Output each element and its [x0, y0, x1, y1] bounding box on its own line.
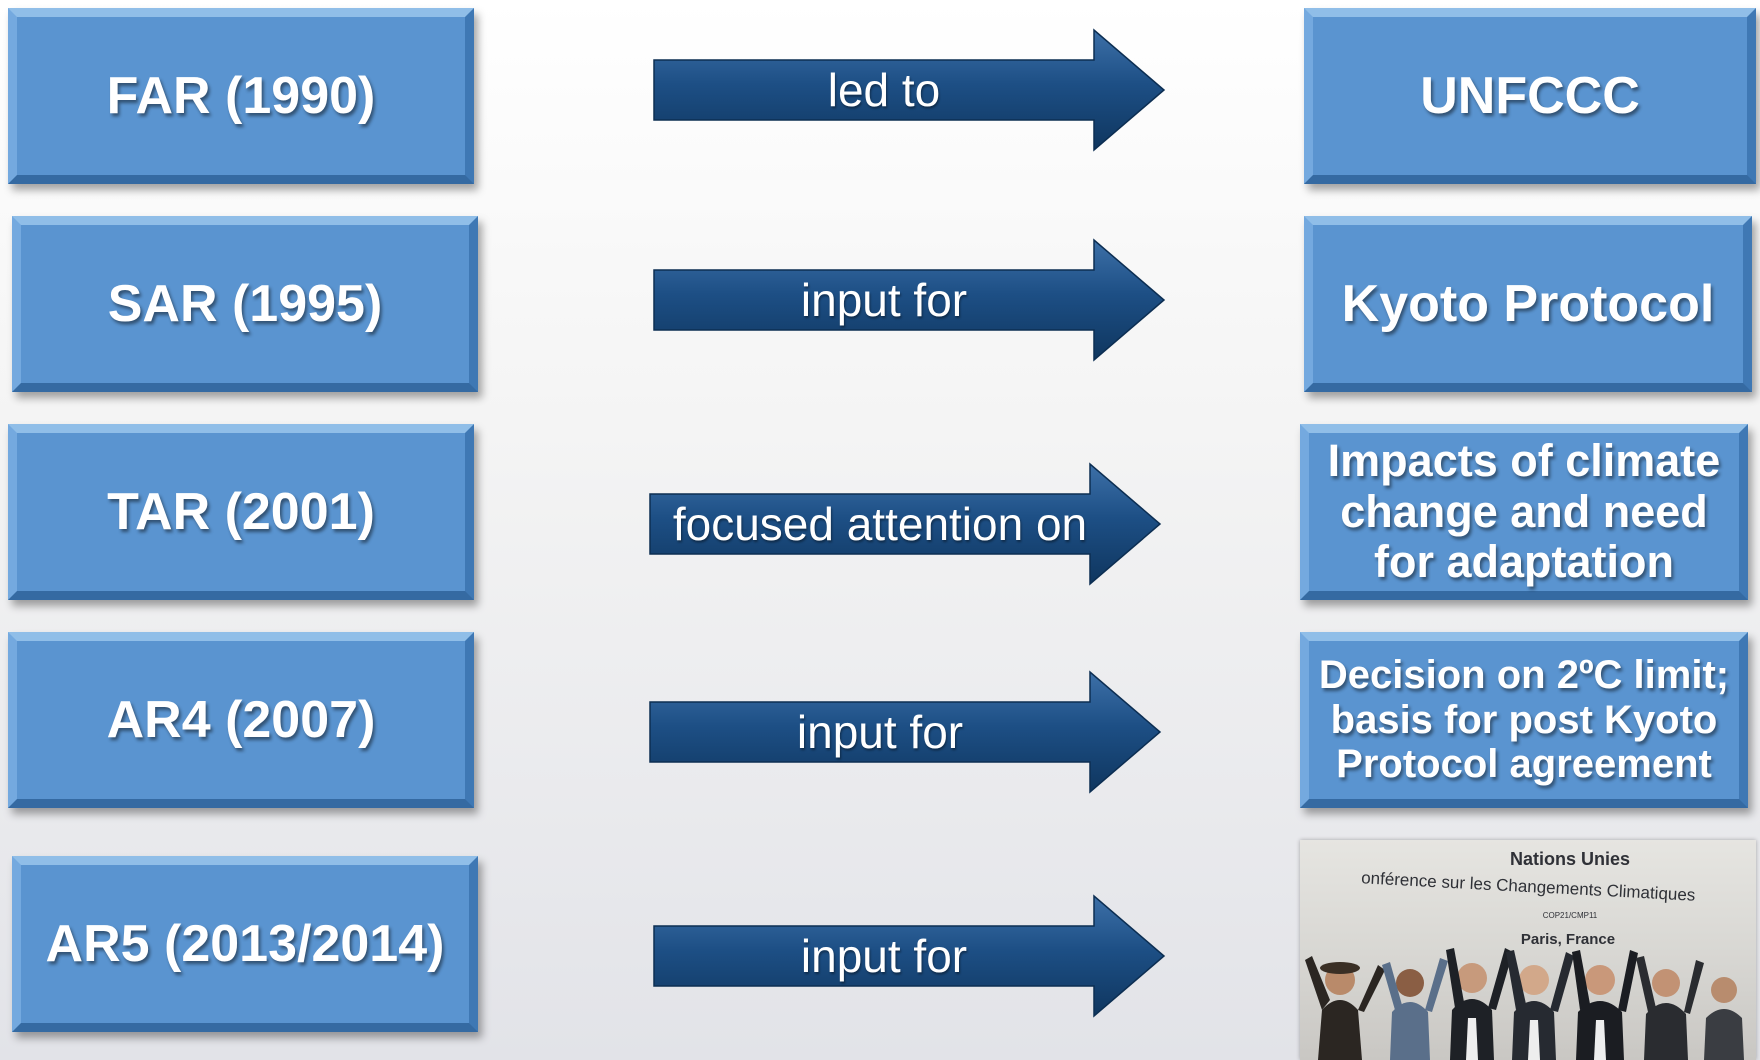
- relation-arrow-3: focused attention on: [649, 462, 1162, 586]
- cop21-photo-image: Nations Unies onférence sur les Changeme…: [1300, 840, 1756, 1060]
- relation-arrow-4: input for: [649, 670, 1162, 794]
- outcome-label: UNFCCC: [1420, 66, 1640, 125]
- report-box-ar4: AR4 (2007): [8, 632, 474, 808]
- photo-caption-line4: Paris, France: [1521, 931, 1615, 948]
- outcome-box-unfccc: UNFCCC: [1304, 8, 1756, 184]
- outcome-label: Decision on 2ºC limit; basis for post Ky…: [1318, 652, 1730, 787]
- report-label: TAR (2001): [107, 482, 375, 541]
- report-box-far: FAR (1990): [8, 8, 474, 184]
- report-box-tar: TAR (2001): [8, 424, 474, 600]
- photo-caption-line3: COP21/CMP11: [1543, 911, 1598, 920]
- report-label: AR4 (2007): [106, 690, 376, 749]
- relation-arrow-5: input for: [653, 894, 1166, 1018]
- arrow-shape: [649, 462, 1162, 586]
- outcome-label: Kyoto Protocol: [1341, 274, 1715, 333]
- arrow-shape: [649, 670, 1162, 794]
- photo-caption-line1: Nations Unies: [1510, 849, 1630, 869]
- relation-label: led to: [827, 64, 941, 116]
- report-box-ar5: AR5 (2013/2014): [12, 856, 478, 1032]
- report-label: AR5 (2013/2014): [45, 914, 445, 973]
- relation-label: input for: [800, 930, 968, 982]
- outcome-box-kyoto: Kyoto Protocol: [1304, 216, 1752, 392]
- crowd-figures: [1305, 948, 1744, 1060]
- report-box-sar: SAR (1995): [12, 216, 478, 392]
- arrow-shape: [653, 28, 1166, 152]
- report-label: FAR (1990): [106, 66, 376, 125]
- arrow-shape: [653, 238, 1166, 362]
- cop21-photo: Nations Unies onférence sur les Changeme…: [1300, 840, 1756, 1060]
- arrow-shape: [653, 894, 1166, 1018]
- relation-label: focused attention on: [672, 498, 1088, 550]
- relation-arrow-2: input for: [653, 238, 1166, 362]
- outcome-label: Impacts of climate change and need for a…: [1327, 435, 1721, 588]
- report-label: SAR (1995): [107, 274, 383, 333]
- outcome-box-impacts: Impacts of climate change and need for a…: [1300, 424, 1748, 600]
- relation-arrow-1: led to: [653, 28, 1166, 152]
- relation-label: input for: [796, 706, 964, 758]
- relation-label: input for: [800, 274, 968, 326]
- outcome-box-2c-limit: Decision on 2ºC limit; basis for post Ky…: [1300, 632, 1748, 808]
